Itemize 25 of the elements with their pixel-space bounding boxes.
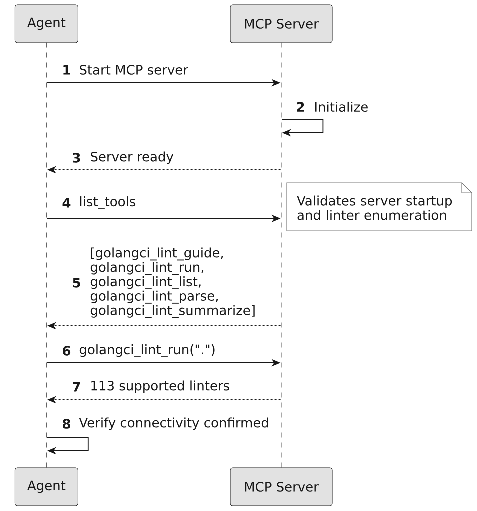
message-label: [golangci_lint_guide, golangci_lint_run, golangci_lint_list, golangci_lint_parse, golangci_lint_summarize] bbox=[90, 248, 255, 318]
sequence-number: 5 bbox=[73, 278, 80, 288]
participant-box: MCP Server bbox=[230, 4, 333, 44]
message-label: Start MCP server bbox=[80, 65, 188, 75]
message-label: Verify connectivity confirmed bbox=[79, 418, 268, 430]
note: Validates server startup and linter enumeration bbox=[286, 182, 472, 232]
message-label: 113 supported linters bbox=[92, 380, 230, 394]
participant-box: Agent bbox=[14, 468, 78, 506]
sequence-number: 3 bbox=[73, 153, 80, 163]
message-label: golangci_lint_run(".") bbox=[80, 344, 215, 358]
participant-box: MCP Server bbox=[230, 468, 333, 506]
participant-box: Agent bbox=[14, 4, 78, 44]
message-label: list_tools bbox=[80, 196, 136, 210]
sequence-number: 6 bbox=[63, 346, 71, 356]
self-message-arrow bbox=[46, 438, 89, 455]
sequence-number: 2 bbox=[297, 102, 304, 112]
lifeline bbox=[46, 42, 47, 468]
sequence-number: 4 bbox=[62, 198, 71, 208]
message-label: Initialize bbox=[315, 102, 368, 112]
self-message-arrow bbox=[282, 120, 324, 137]
message-label: Server ready bbox=[91, 152, 174, 164]
sequence-number: 1 bbox=[64, 65, 70, 75]
sequence-number: 7 bbox=[73, 382, 80, 392]
sequence-number: 8 bbox=[63, 419, 70, 429]
lifeline bbox=[281, 42, 282, 468]
